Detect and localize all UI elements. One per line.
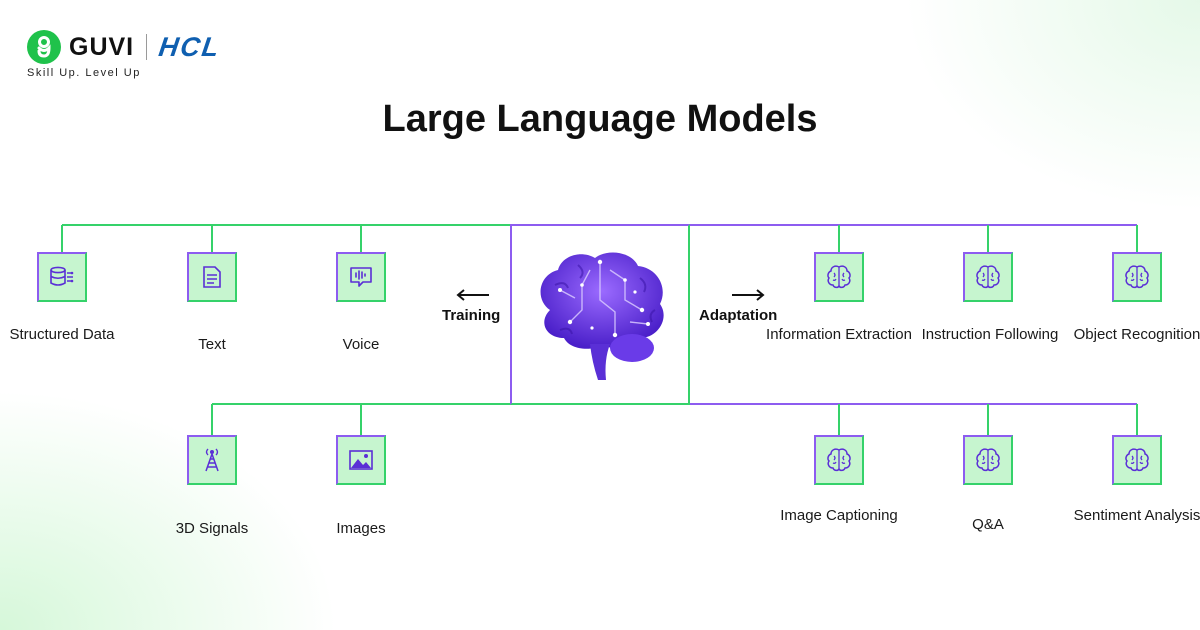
brain-icon [540, 251, 664, 380]
page-title: Large Language Models [382, 98, 818, 140]
training-label-text: Text [198, 336, 226, 353]
guvi-wordmark: GUVI [69, 32, 135, 61]
adaptation-label: Adaptation [699, 307, 778, 324]
antenna-tower-icon [205, 448, 219, 472]
training-arrow-icon [456, 289, 489, 301]
adaptation-node-information-extraction [814, 252, 864, 302]
llm-core-box [510, 224, 690, 405]
brain-icon [1125, 265, 1149, 289]
training-node-text [187, 252, 237, 302]
brain-icon [1125, 448, 1149, 472]
adaptation-node-sentiment-analysis [1112, 435, 1162, 485]
adaptation-label-image-captioning: Image Captioning [780, 507, 898, 524]
training-label-images: Images [336, 520, 386, 537]
adaptation-label-instruction-following: Instruction Following [921, 326, 1059, 343]
training-label: Training [442, 307, 501, 324]
adaptation-label-sentiment-analysis: Sentiment Analysis [1073, 507, 1200, 524]
adaptation-node-object-recognition [1112, 252, 1162, 302]
brain-icon [976, 448, 1000, 472]
document-icon [203, 266, 221, 288]
brand-logo: GUVI HCL Skill Up. Level Up [27, 30, 223, 79]
adaptation-node-image-captioning [814, 435, 864, 485]
logo-divider [146, 34, 148, 60]
training-label-structured-data: Structured Data [9, 326, 115, 343]
brand-tagline: Skill Up. Level Up [27, 67, 141, 79]
training-node-structured-data [37, 252, 87, 302]
training-label-3d-signals: 3D Signals [175, 520, 249, 537]
training-node-images [336, 435, 386, 485]
training-node-voice [336, 252, 386, 302]
adaptation-node-qa [963, 435, 1013, 485]
training-label-voice: Voice [342, 336, 380, 353]
brain-icon [976, 265, 1000, 289]
adaptation-label-qa: Q&A [972, 516, 1004, 533]
adaptation-arrow-icon [732, 289, 765, 301]
adaptation-label-information-extraction: Information Extraction [766, 326, 912, 343]
brain-icon [827, 265, 851, 289]
adaptation-label-object-recognition: Object Recognition [1073, 326, 1200, 343]
image-icon [349, 450, 373, 470]
database-icon [50, 266, 74, 286]
brain-icon [827, 448, 851, 472]
guvi-logo-icon [27, 30, 61, 64]
adaptation-node-instruction-following [963, 252, 1013, 302]
training-node-3d-signals [187, 435, 237, 485]
voice-icon [350, 267, 372, 287]
